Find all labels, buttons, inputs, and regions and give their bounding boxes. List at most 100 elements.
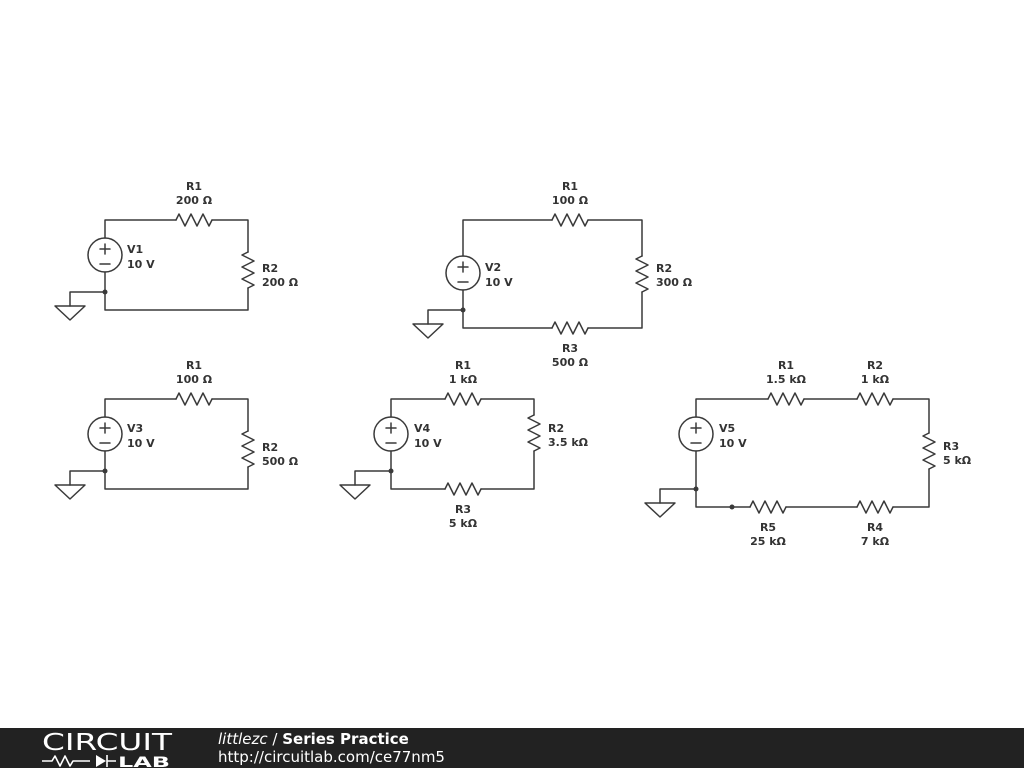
- wire: [390, 450, 446, 490]
- breadcrumb-separator: /: [267, 730, 283, 748]
- resistor-name: R3: [562, 342, 578, 355]
- logo-bottom-text: LAB: [118, 755, 170, 768]
- source-name: V2: [485, 261, 501, 274]
- wire: [480, 450, 535, 490]
- voltage-source-v1[interactable]: [87, 237, 123, 273]
- circuit-3: V3 10 V R1 100 Ω R2 500 Ω: [54, 359, 299, 500]
- resistor-value: 200 Ω: [262, 276, 299, 289]
- resistor-r2[interactable]: [241, 251, 255, 289]
- ground-wire: [354, 470, 392, 486]
- junction-dot: [388, 468, 394, 474]
- resistor-name: R1: [455, 359, 471, 372]
- circuit-title[interactable]: Series Practice: [282, 730, 409, 748]
- source-name: V5: [719, 422, 735, 435]
- ground-wire: [69, 291, 106, 307]
- resistor-name: R1: [186, 180, 202, 193]
- circuitlab-logo[interactable]: CIRCUIT LAB: [38, 728, 178, 768]
- wire: [695, 398, 769, 418]
- wire: [390, 398, 446, 418]
- source-name: V1: [127, 243, 143, 256]
- schematic-canvas: V1 10 V R1 200 Ω R2 200 Ω V2 10 V R1 100…: [54, 180, 972, 548]
- resistor-r3[interactable]: [444, 482, 482, 496]
- resistor-value: 500 Ω: [262, 455, 299, 468]
- resistor-name: R2: [262, 441, 278, 454]
- resistor-r1[interactable]: [175, 213, 213, 227]
- resistor-value: 25 kΩ: [750, 535, 786, 548]
- junction-dot: [693, 486, 699, 492]
- resistor-name: R1: [186, 359, 202, 372]
- resistor-value: 500 Ω: [552, 356, 589, 369]
- resistor-value: 1 kΩ: [449, 373, 478, 386]
- voltage-source-v2[interactable]: [445, 255, 481, 291]
- source-value: 10 V: [485, 276, 513, 289]
- wire: [462, 289, 553, 329]
- ground-wire: [427, 309, 464, 325]
- resistor-r3[interactable]: [551, 321, 589, 335]
- resistor-value: 1.5 kΩ: [766, 373, 807, 386]
- wire: [695, 450, 751, 508]
- wire: [104, 398, 177, 418]
- resistor-name: R2: [262, 262, 278, 275]
- resistor-name: R1: [778, 359, 794, 372]
- junction-dot: [102, 468, 108, 474]
- resistor-r2[interactable]: [856, 392, 894, 406]
- logo-resistor-mark: [42, 755, 90, 767]
- wire: [211, 219, 249, 253]
- voltage-source-v3[interactable]: [87, 416, 123, 452]
- resistor-r3[interactable]: [922, 432, 936, 470]
- resistor-value: 3.5 kΩ: [548, 436, 589, 449]
- ground-wire: [659, 488, 697, 504]
- resistor-r1[interactable]: [175, 392, 213, 406]
- ground-symbol: [54, 484, 86, 500]
- resistor-name: R4: [867, 521, 883, 534]
- wire: [104, 271, 249, 311]
- source-name: V4: [414, 422, 431, 435]
- resistor-r2[interactable]: [635, 255, 649, 293]
- circuit-2: V2 10 V R1 100 Ω R2 300 Ω R3 500 Ω: [412, 180, 693, 369]
- wire: [587, 291, 643, 329]
- resistor-value: 5 kΩ: [449, 517, 478, 530]
- source-value: 10 V: [127, 258, 155, 271]
- resistor-name: R2: [867, 359, 883, 372]
- logo-diode-bar: [106, 755, 116, 767]
- resistor-value: 5 kΩ: [943, 454, 972, 467]
- resistor-r2[interactable]: [527, 414, 541, 452]
- resistor-r1[interactable]: [444, 392, 482, 406]
- junction-dot: [460, 307, 466, 313]
- circuit-5: V5 10 V R1 1.5 kΩ R2 1 kΩ R3 5 kΩ R4 7 k…: [644, 359, 972, 548]
- voltage-source-v5[interactable]: [678, 416, 714, 452]
- voltage-source-v4[interactable]: [373, 416, 409, 452]
- junction-dot: [102, 289, 108, 295]
- source-value: 10 V: [719, 437, 747, 450]
- wire: [104, 450, 249, 490]
- junction-dot: [729, 504, 735, 510]
- resistor-value: 200 Ω: [176, 194, 213, 207]
- resistor-r2[interactable]: [241, 430, 255, 468]
- circuit-url[interactable]: http://circuitlab.com/ce77nm5: [218, 748, 445, 766]
- author-name[interactable]: littlezc: [218, 730, 268, 748]
- resistor-r5[interactable]: [749, 500, 787, 514]
- resistor-value: 1 kΩ: [861, 373, 890, 386]
- resistor-name: R3: [455, 503, 471, 516]
- logo-top-text: CIRCUIT: [42, 730, 173, 756]
- source-value: 10 V: [414, 437, 442, 450]
- ground-symbol: [412, 323, 444, 339]
- resistor-value: 100 Ω: [552, 194, 589, 207]
- wire: [892, 398, 930, 434]
- footer-bar: CIRCUIT LAB littlezc / Series Practice h…: [0, 728, 1024, 768]
- resistor-value: 7 kΩ: [861, 535, 890, 548]
- wire: [587, 219, 643, 257]
- wire: [480, 398, 535, 416]
- resistor-r1[interactable]: [551, 213, 589, 227]
- resistor-name: R2: [656, 262, 672, 275]
- ground-symbol: [644, 502, 676, 518]
- source-name: V3: [127, 422, 143, 435]
- resistor-r4[interactable]: [856, 500, 894, 514]
- resistor-value: 100 Ω: [176, 373, 213, 386]
- resistor-r1[interactable]: [767, 392, 805, 406]
- resistor-name: R1: [562, 180, 578, 193]
- resistor-name: R3: [943, 440, 959, 453]
- wire: [104, 219, 177, 239]
- source-value: 10 V: [127, 437, 155, 450]
- circuit-1: V1 10 V R1 200 Ω R2 200 Ω: [54, 180, 299, 321]
